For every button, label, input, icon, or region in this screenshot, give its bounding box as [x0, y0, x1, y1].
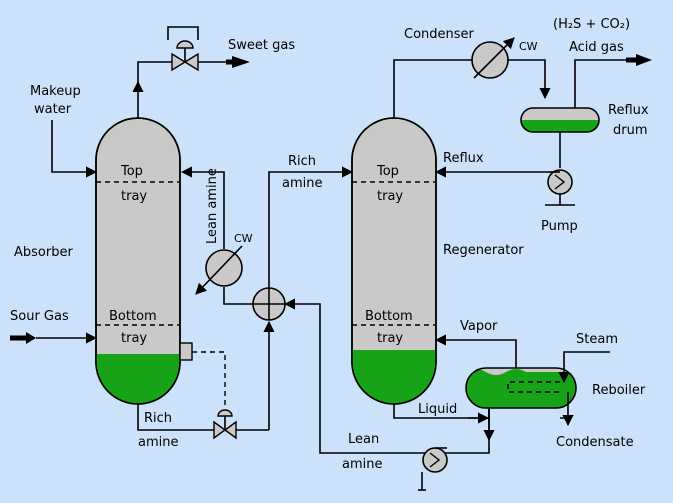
reflux-pump [545, 169, 575, 206]
steam-line [558, 351, 610, 384]
acid-gas-formula-label: (H₂S + CO₂) [553, 17, 630, 32]
sour-gas-label: Sour Gas [10, 309, 69, 324]
absorber-bottom-tray-label-2: tray [121, 331, 147, 346]
vapor-label: Vapor [460, 319, 498, 334]
reboiler-label: Reboiler [592, 383, 646, 398]
vapor-line [434, 334, 517, 368]
lean-amine-vertical-label: Lean amine [205, 168, 220, 244]
absorber-bottom-tray-label-1: Bottom [109, 309, 157, 324]
condenser [471, 37, 515, 79]
reflux-line [434, 132, 561, 178]
absorber-top-tray-label-1: Top [120, 164, 143, 179]
absorber-label: Absorber [14, 245, 73, 260]
steam-label: Steam [576, 332, 618, 347]
rich-amine-bottom-label-1: Rich [144, 411, 172, 426]
rich-amine-bottom-line [137, 320, 275, 431]
rich-amine-top-label-2: amine [282, 176, 322, 191]
regenerator-label: Regenerator [443, 243, 524, 258]
reflux-label: Reflux [443, 151, 484, 166]
reflux-drum-label-1: Reflux [608, 103, 649, 118]
sweet-gas-line [132, 56, 250, 118]
sweet-gas-control-line [167, 26, 199, 40]
rich-amine-top-line [268, 166, 354, 288]
lean-amine-pump [418, 447, 448, 491]
makeup-water-line [51, 120, 98, 178]
sweet-gas-label: Sweet gas [228, 38, 295, 53]
regen-top-tray-label-2: tray [377, 189, 403, 204]
acid-gas-label: Acid gas [569, 40, 624, 55]
acid-gas-outlet [574, 54, 652, 108]
overhead-vapor-line [393, 59, 551, 118]
absorber-level-box [179, 342, 193, 361]
regen-bottom-tray-label-1: Bottom [365, 309, 413, 324]
pump-label: Pump [541, 219, 578, 234]
absorber-top-tray-label-2: tray [121, 189, 147, 204]
reflux-drum-label-2: drum [613, 123, 648, 138]
regen-top-tray-label-1: Top [376, 164, 399, 179]
liquid-line [393, 404, 495, 442]
lean-amine-bottom-label-2: amine [342, 457, 382, 472]
makeup-water-label-2: water [34, 102, 72, 117]
condenser-label: Condenser [404, 27, 475, 42]
cw-left-label: CW [234, 232, 253, 245]
level-control-line [192, 351, 226, 408]
absorber-column [95, 117, 181, 405]
makeup-water-label-1: Makeup [30, 84, 81, 99]
cw-right-label: CW [519, 40, 538, 53]
liquid-label: Liquid [418, 402, 457, 417]
sweet-gas-valve [171, 40, 199, 72]
regen-bottom-tray-label-2: tray [377, 331, 403, 346]
condensate-label: Condensate [556, 435, 634, 450]
lean-amine-bottom-label-1: Lean [348, 432, 379, 447]
rich-amine-bottom-label-2: amine [138, 435, 178, 450]
rich-amine-top-label-1: Rich [288, 154, 316, 169]
regenerator-column [351, 117, 437, 405]
reflux-drum [520, 107, 600, 133]
reboiler [465, 367, 577, 409]
sour-gas-inlet [10, 332, 98, 344]
rich-amine-valve [213, 409, 237, 440]
condensate-line [560, 392, 574, 427]
lean-rich-exchanger [252, 287, 286, 321]
lean-amine-cooler [195, 245, 243, 295]
